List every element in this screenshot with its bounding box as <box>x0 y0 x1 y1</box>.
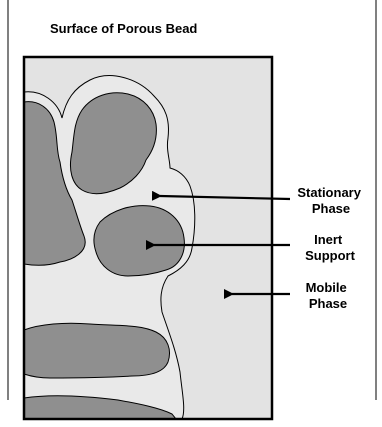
inert-support-label-line2: Support <box>305 248 355 263</box>
diagram-title: Surface of Porous Bead <box>50 21 197 36</box>
mobile-phase-label-line1: Mobile <box>306 280 347 295</box>
mobile-phase-label-line2: Phase <box>309 296 347 311</box>
stationary-phase-label: Stationary Phase <box>297 185 364 216</box>
inert-support-label-line1: Inert <box>314 232 343 247</box>
inert-support-bottom-lobe <box>24 323 170 378</box>
mobile-phase-label: Mobile Phase <box>306 280 351 311</box>
inert-support-label: Inert Support <box>305 232 355 263</box>
stationary-phase-label-line1: Stationary <box>297 185 361 200</box>
stationary-phase-label-line2: Phase <box>312 201 350 216</box>
inert-support-middle-lobe <box>94 206 184 276</box>
